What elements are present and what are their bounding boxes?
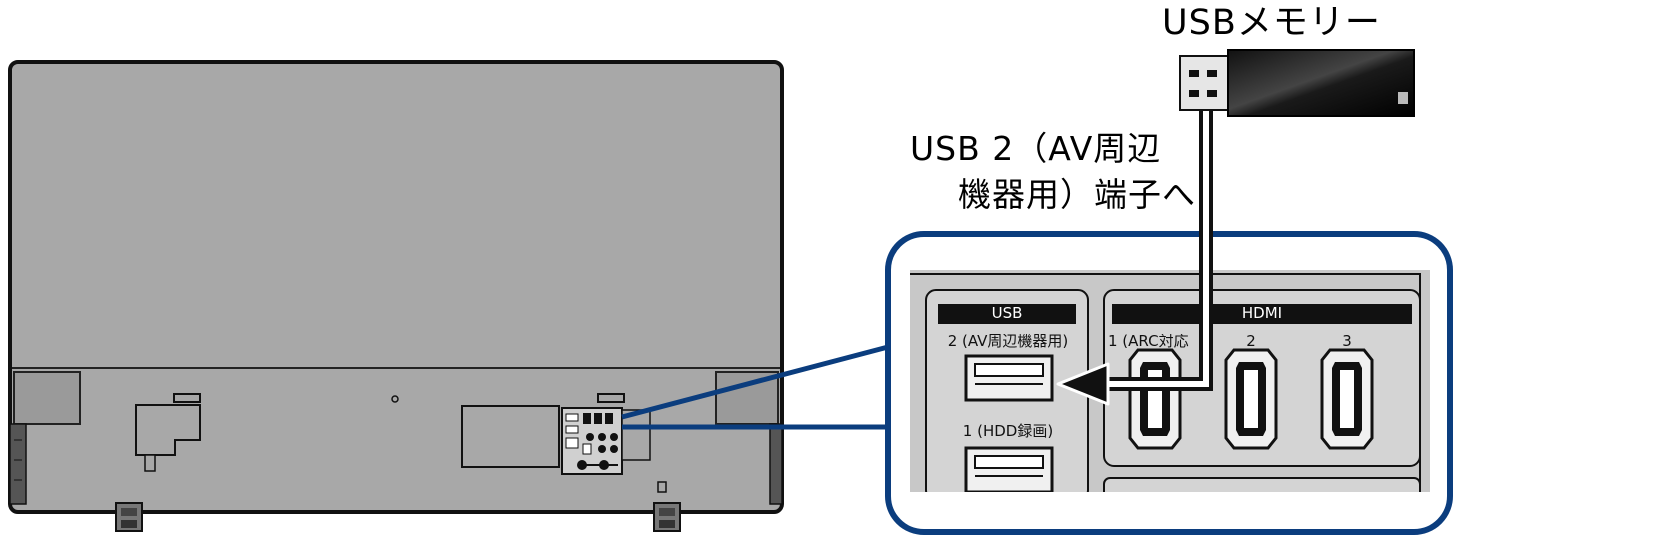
tv-back: [8, 60, 784, 532]
hdmi-port-1: [1128, 348, 1182, 450]
usb2-port: [964, 354, 1054, 402]
hdmi-header: HDMI: [1241, 304, 1283, 322]
usb1-label: 1 (HDD録画): [962, 422, 1054, 440]
callout-lines: [621, 344, 889, 430]
usb-memory-stick: [1179, 49, 1415, 117]
usb1-port: [964, 446, 1054, 492]
connection-arrow: [1056, 108, 1213, 406]
hdmi-port-3: [1320, 348, 1374, 450]
tv-stand-left: [115, 502, 143, 532]
usb-port-label-line1: USB 2（AV周辺: [910, 129, 1162, 168]
hdmi-port-3-label: 3: [1342, 332, 1352, 350]
tv-stand-right: [653, 502, 681, 532]
callout-box: [885, 231, 1453, 535]
usb-port-label-line2: 機器用）端子へ: [958, 175, 1196, 214]
usb-memory-label: USBメモリー: [1162, 3, 1381, 43]
hdmi-port-2: [1224, 348, 1278, 450]
usb-header: USB: [991, 304, 1023, 322]
usb2-label: 2 (AV周辺機器用): [947, 334, 1069, 349]
hdmi-port-1-label: 1 (ARC対応: [1108, 334, 1189, 349]
hdmi-port-2-label: 2: [1246, 332, 1256, 350]
